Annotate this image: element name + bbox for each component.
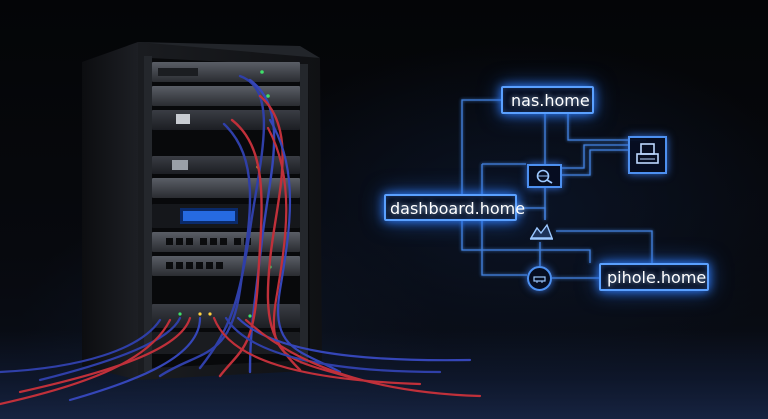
router-icon [533,276,546,283]
link-nas-right [567,114,646,141]
chart-node [527,220,556,242]
rack-unit-switch-2 [152,256,300,276]
link-nas-left [461,99,501,194]
rack-unit-5 [152,178,300,198]
chart-icon [529,223,554,240]
label-nas-home: nas.home [501,86,594,114]
search-icon [536,169,553,184]
router-node [527,266,552,291]
rack-unit-bottom [152,332,300,354]
link-chart-right [556,230,653,263]
rack-unit-2 [152,86,300,106]
link-search-printer-2 [562,144,628,169]
printer-node [628,136,667,174]
search-node [527,164,562,188]
network-cables [0,74,482,406]
rack-unit-1 [152,62,300,82]
label-dashboard-home: dashboard.home [384,194,525,221]
rack-unit-4 [152,156,300,174]
link-dash-down [461,221,591,263]
link-search-printer [562,149,628,176]
rack-side-panel [82,42,138,380]
printer-icon [636,143,659,164]
label-pihole-home: pihole.home [599,263,709,291]
